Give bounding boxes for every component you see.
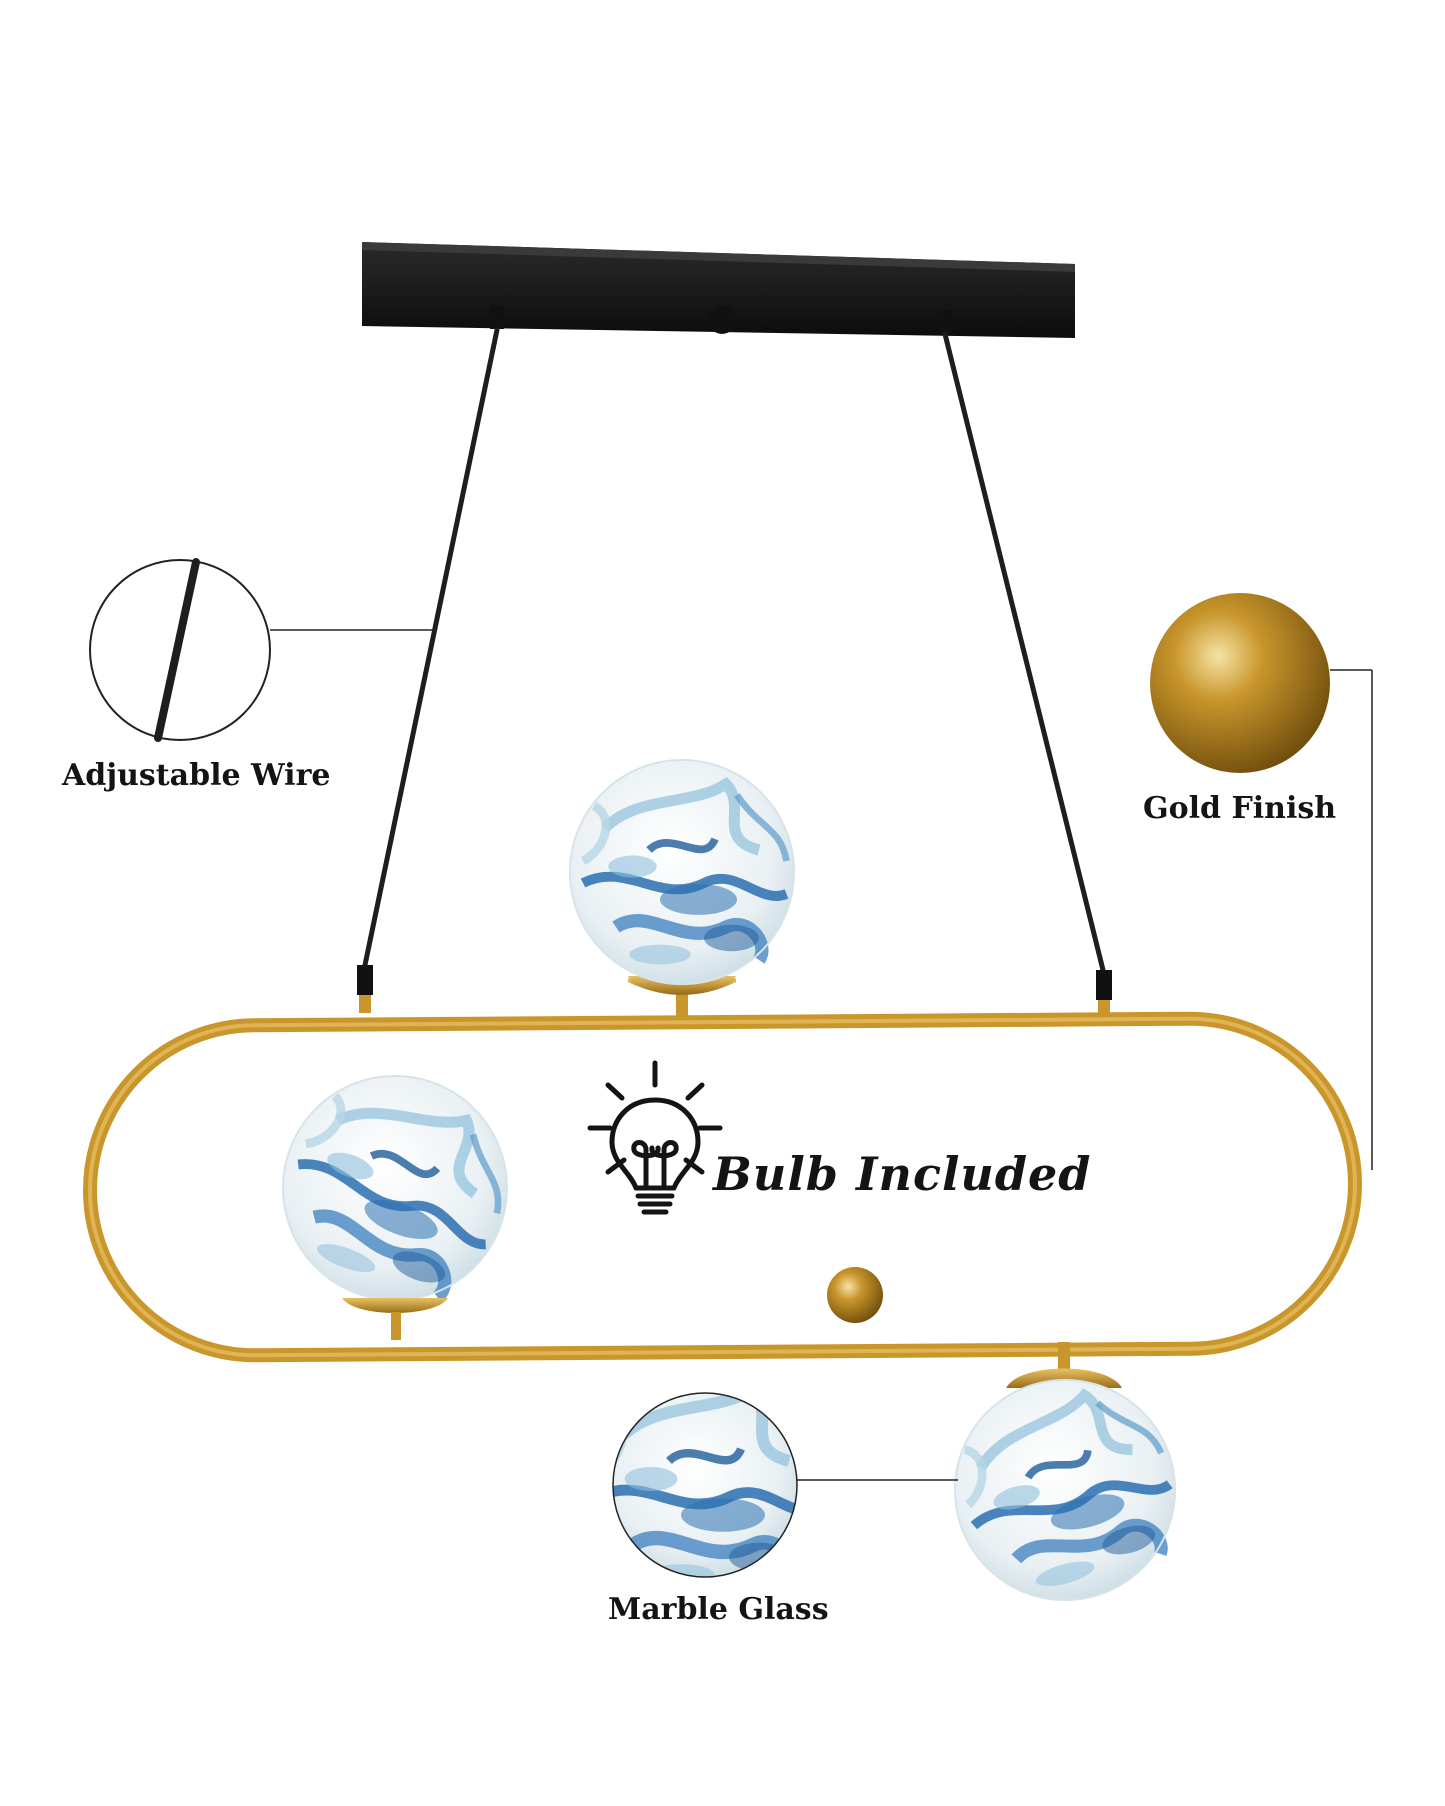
suspension-wires (362, 327, 1106, 973)
gold-accent-ball (827, 1267, 883, 1323)
bulb-included-label: Bulb Included (713, 1147, 1092, 1201)
adjustable-wire-label: Adjustable Wire (62, 758, 331, 793)
ceiling-canopy (362, 242, 1075, 338)
gold-oval-frame (83, 1011, 1362, 1363)
wire-detail-callout (89, 558, 436, 742)
marble-glass-callout (612, 1392, 958, 1578)
right-marble-globe (949, 1342, 1188, 1603)
marble-glass-label: Marble Glass (608, 1592, 829, 1627)
left-marble-globe (270, 1071, 523, 1340)
gold-finish-label: Gold Finish (1143, 791, 1337, 826)
lightbulb-icon (587, 1060, 723, 1215)
top-marble-globe (569, 759, 795, 1018)
gold-finish-callout (1150, 593, 1373, 1170)
wire-connectors (357, 965, 1112, 1016)
